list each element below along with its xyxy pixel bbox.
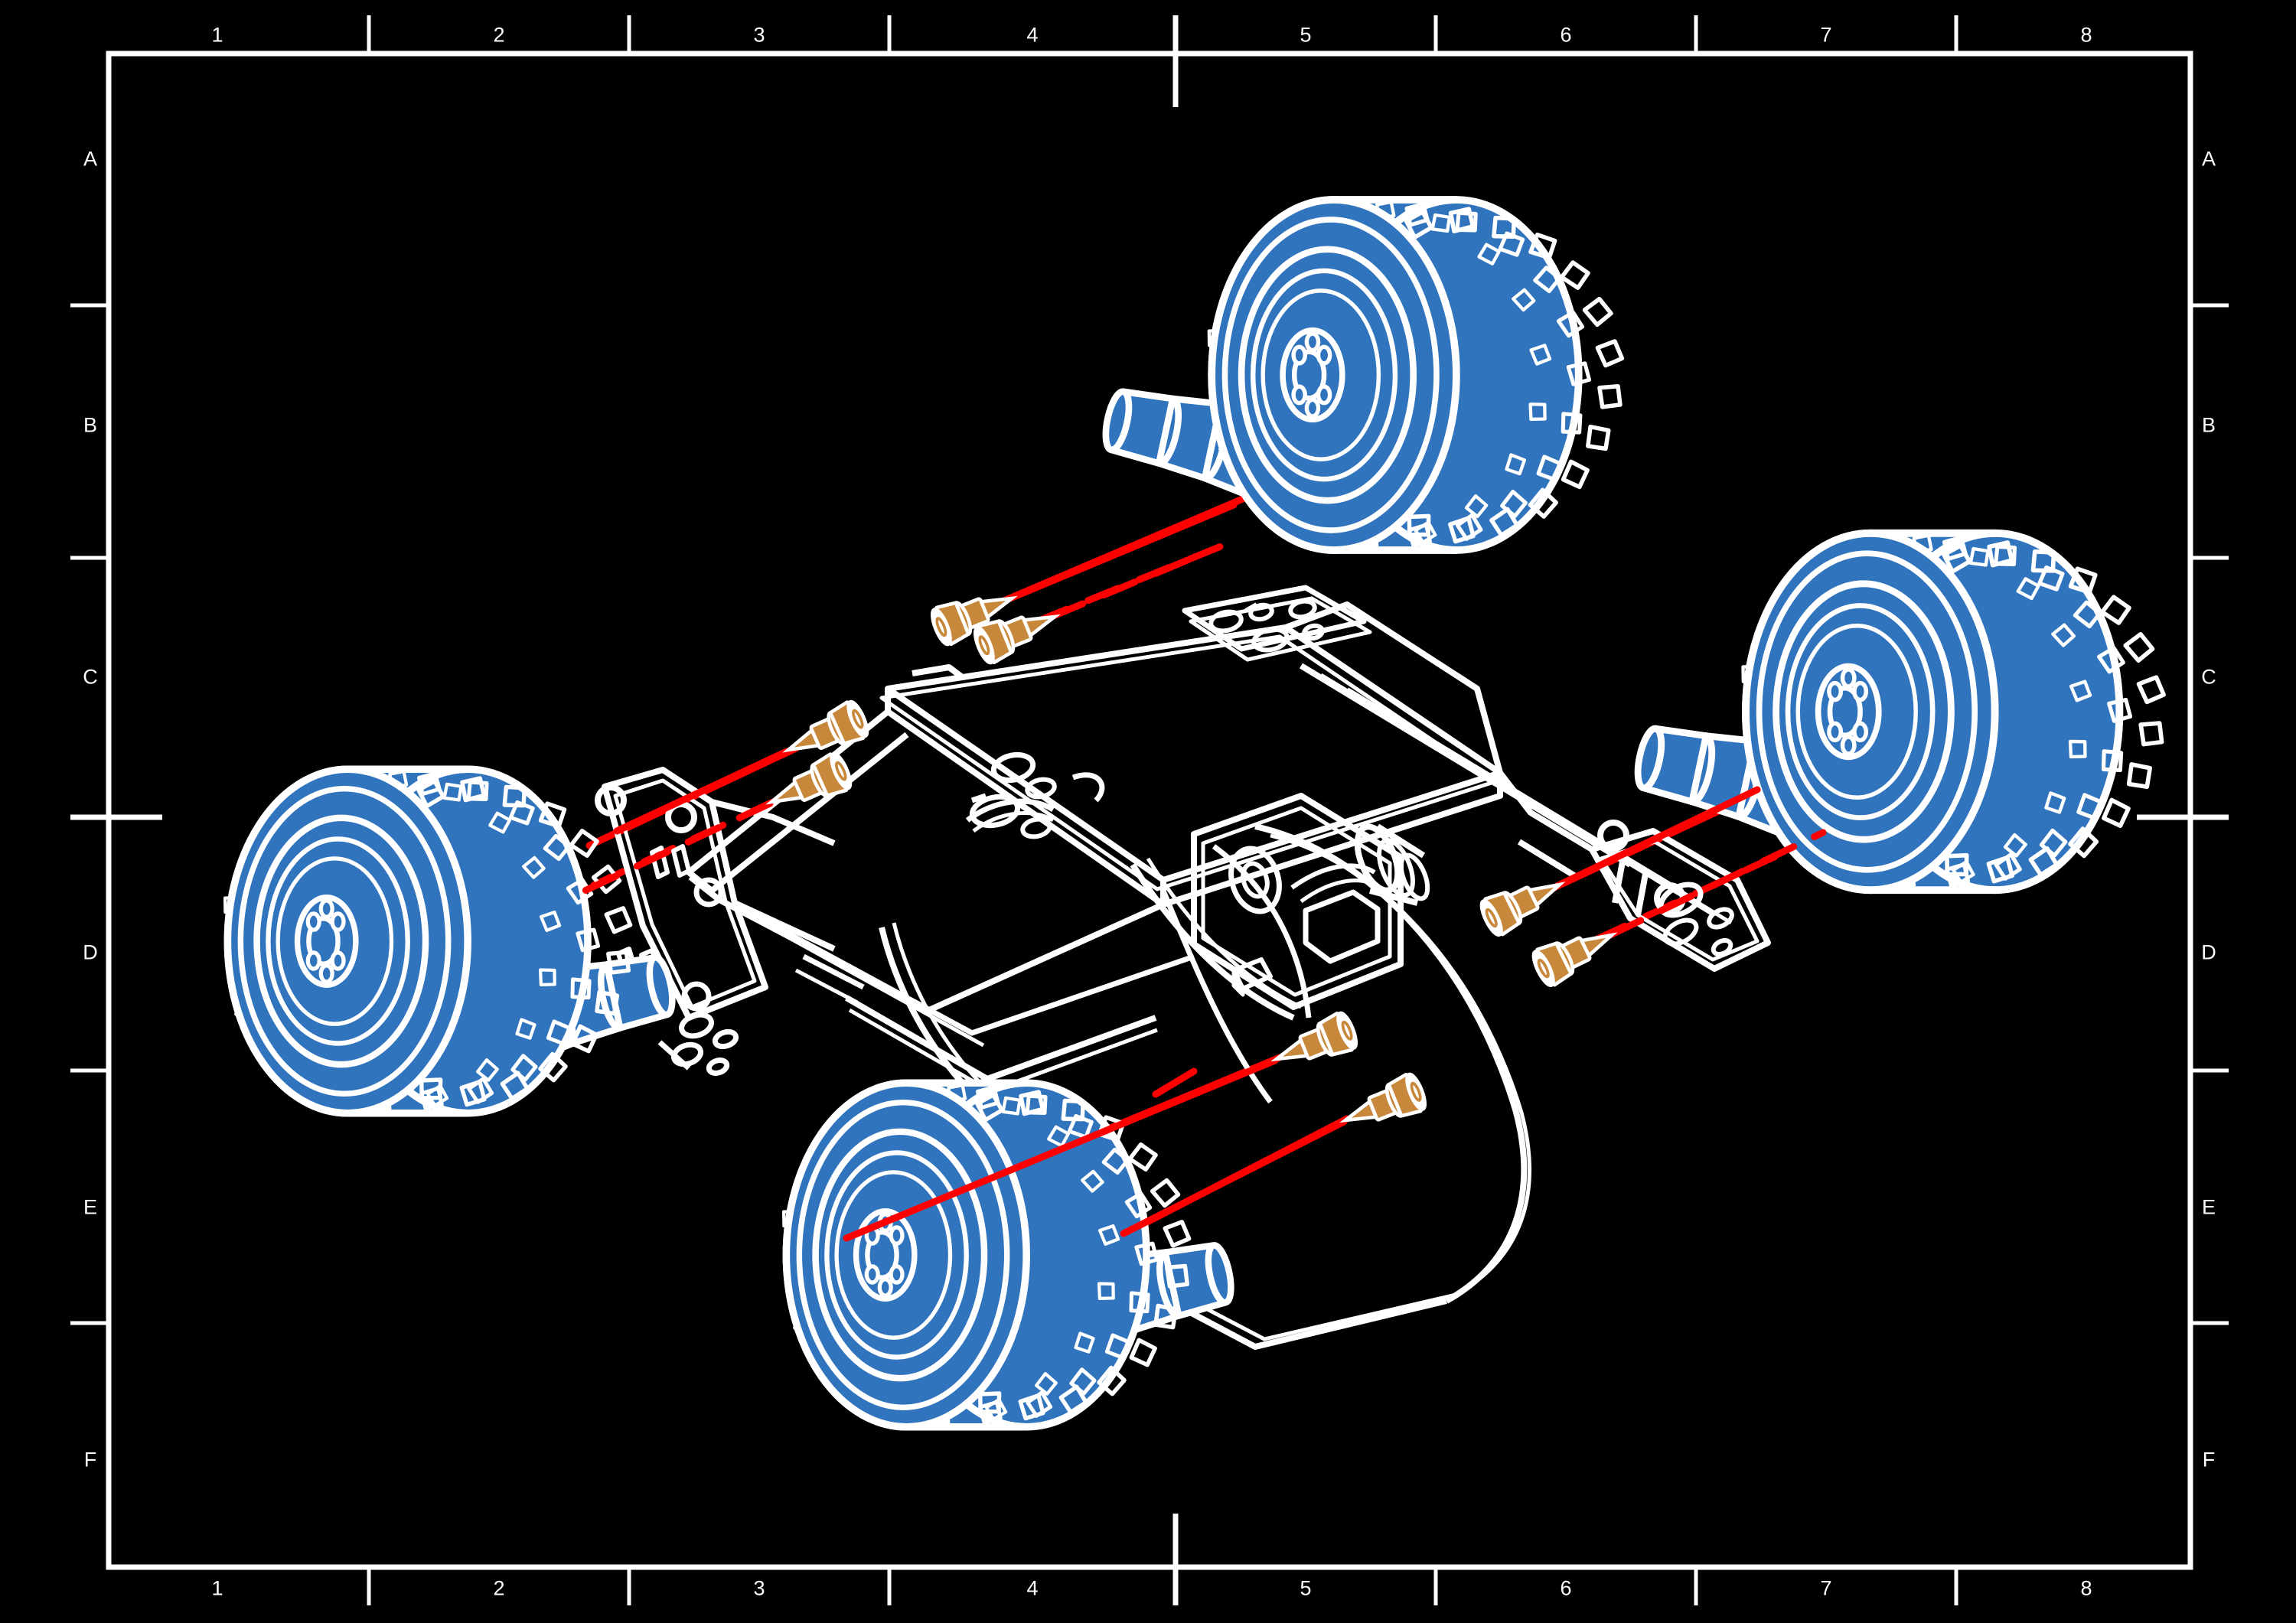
ruler-label-bottom-5: 5 (1300, 1576, 1312, 1600)
assembly-axis-bottom-a (1152, 1067, 1198, 1098)
ruler-label-bottom-7: 7 (1820, 1576, 1832, 1600)
ruler-label-left-d: D (83, 940, 98, 964)
drivetrain-motor (1130, 793, 1430, 1021)
ruler-label-top-1: 1 (211, 23, 223, 47)
ruler-label-top-4: 4 (1026, 23, 1039, 47)
hex-bolt-5 (1477, 867, 1568, 938)
ruler-label-top-5: 5 (1300, 23, 1312, 47)
ruler-ticks-top (367, 15, 1958, 54)
hex-bolt-8 (1338, 1071, 1429, 1139)
ruler-label-left-f: F (83, 1448, 97, 1471)
wheel-rear-bottom (781, 1083, 1238, 1426)
ruler-label-bottom-3: 3 (753, 1576, 765, 1600)
hex-bolt-7 (1269, 1010, 1360, 1077)
ruler-label-left-b: B (83, 413, 98, 437)
ruler-label-right-c: C (2201, 665, 2216, 689)
assembly-axis-lines-overlay (578, 501, 1827, 1242)
ruler-label-right-a: A (2201, 147, 2216, 171)
ruler-label-right-b: B (2201, 413, 2216, 437)
wheel-rear-left (1098, 200, 1623, 550)
ruler-ticks-bottom (367, 1567, 1958, 1605)
ruler-label-left-a: A (83, 147, 98, 171)
ruler-label-top-8: 8 (2080, 23, 2092, 47)
ruler-label-bottom-6: 6 (1560, 1576, 1572, 1600)
ruler-label-top-3: 3 (753, 23, 765, 47)
front-pivot-hardware (657, 953, 865, 1076)
wheel-front-right (1630, 533, 2164, 890)
ruler-label-top-7: 7 (1820, 23, 1832, 47)
ruler-label-bottom-2: 2 (493, 1576, 505, 1600)
ruler-label-right-e: E (2201, 1195, 2216, 1219)
suspension-tower-rear-right (1497, 771, 1771, 972)
ruler-label-top-6: 6 (1560, 23, 1572, 47)
ruler-label-right-d: D (2201, 940, 2216, 964)
ruler-ticks-right (2190, 303, 2229, 1325)
ruler-label-left-e: E (83, 1195, 98, 1219)
ruler-label-top-2: 2 (493, 23, 505, 47)
ruler-label-bottom-1: 1 (211, 1576, 223, 1600)
ruler-ticks-left (70, 303, 109, 1325)
ruler-label-bottom-4: 4 (1026, 1576, 1039, 1600)
ruler-label-right-f: F (2202, 1448, 2216, 1471)
ruler-label-left-c: C (83, 665, 98, 689)
hex-bolt-6 (1529, 917, 1620, 989)
ruler-label-bottom-8: 8 (2080, 1576, 2092, 1600)
